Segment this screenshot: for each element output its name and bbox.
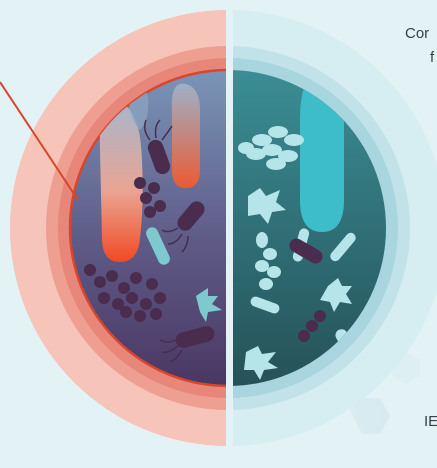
inflamed-crypt-small: [172, 84, 200, 188]
caption-bottom: IE: [424, 413, 437, 430]
caption-line-2: f: [430, 49, 434, 66]
caption-line-1: Cor: [405, 25, 429, 42]
